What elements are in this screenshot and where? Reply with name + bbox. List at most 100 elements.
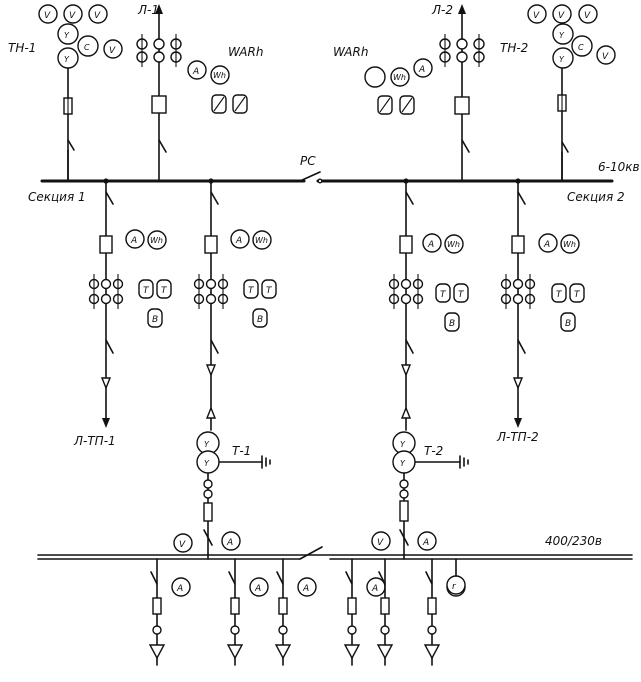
ammeter-icon — [171, 577, 191, 597]
svg-text:Y: Y — [559, 55, 565, 64]
lv-feeder-3: A — [274, 558, 317, 666]
incoming-line-l2 — [439, 4, 485, 182]
relay-icon — [156, 279, 172, 299]
svg-text:B: B — [257, 315, 263, 325]
svg-text:A: A — [302, 584, 309, 594]
energy-meter-icon — [444, 234, 464, 254]
svg-text:A: A — [422, 538, 429, 548]
voltage-transformer-tn1: Y Y C V V V V — [38, 4, 123, 182]
svg-text:T: T — [440, 290, 447, 300]
svg-text:V: V — [179, 540, 186, 550]
svg-text:C: C — [84, 43, 90, 52]
ammeter-icon — [125, 229, 145, 249]
svg-text:A: A — [192, 67, 199, 77]
feeder-ltp1: A WhT T B — [88, 178, 172, 428]
svg-text:A: A — [226, 538, 233, 548]
svg-text:Wh: Wh — [213, 71, 226, 80]
svg-text:T: T — [161, 286, 168, 296]
svg-text:Y: Y — [204, 440, 210, 449]
lv-bus-tie-switch — [299, 546, 323, 560]
svg-text:T: T — [248, 286, 255, 296]
ammeter-icon — [538, 233, 558, 253]
lv-feeder-5 — [376, 558, 394, 666]
svg-text:A: A — [371, 584, 378, 594]
svg-text:B: B — [565, 319, 571, 329]
relay-icon — [252, 308, 268, 328]
relay-icon — [560, 312, 576, 332]
ltp2-label: Л-ТП-2 — [496, 430, 539, 444]
relay-icon — [551, 283, 567, 303]
feeder-ltp2: A WhT T B — [500, 178, 585, 428]
power-transformer-t2: Y Y — [392, 431, 469, 556]
ammeter-icon — [297, 577, 317, 597]
svg-text:V: V — [69, 11, 76, 21]
warh2-label: WARh — [333, 45, 368, 59]
energy-meter-icon — [147, 230, 167, 250]
tn1-label: ТН-1 — [8, 41, 36, 55]
lv-feeder-6: A — [423, 558, 466, 666]
svg-text:T: T — [143, 286, 150, 296]
svg-text:V: V — [584, 11, 591, 21]
svg-text:V: V — [44, 11, 51, 21]
sectional-disconnector-rs — [299, 171, 323, 184]
voltage-transformer-tn2: Y Y C V V V V — [527, 4, 616, 182]
svg-text:Wh: Wh — [563, 240, 576, 249]
feeder-t2: A WhT T B — [388, 178, 469, 431]
l1-meters: A Wh — [187, 60, 248, 114]
svg-text:B: B — [449, 319, 455, 329]
lv-feeder-2: A — [226, 558, 269, 666]
svg-text:Wh: Wh — [150, 236, 163, 245]
relay-icon — [138, 279, 154, 299]
svg-text:V: V — [377, 538, 384, 548]
svg-text:Wh: Wh — [255, 236, 268, 245]
relay-icon — [569, 283, 585, 303]
energy-meter-icon — [560, 234, 580, 254]
incoming-line-l1 — [136, 4, 182, 182]
svg-text:V: V — [533, 11, 540, 21]
svg-text:V: V — [602, 52, 609, 62]
svg-text:Y: Y — [400, 440, 406, 449]
svg-text:A: A — [543, 240, 550, 250]
ltp1-label: Л-ТП-1 — [73, 434, 116, 448]
t1-label: Т-1 — [232, 444, 251, 458]
l1-label: Л-1 — [137, 3, 159, 17]
svg-text:Y: Y — [400, 459, 406, 468]
relay-icon — [444, 312, 460, 332]
svg-text:T: T — [574, 290, 581, 300]
hv-voltage-label: 6-10кв — [598, 160, 640, 174]
svg-text:V: V — [94, 11, 101, 21]
ammeter-icon — [422, 233, 442, 253]
power-transformer-t1: Y Y — [196, 431, 271, 556]
lv-feeder-4: A — [343, 558, 386, 666]
lv-bus-meters: V A V A — [173, 531, 437, 553]
svg-text:A: A — [130, 236, 137, 246]
svg-text:Y: Y — [64, 31, 70, 40]
relay-icon — [243, 279, 259, 299]
svg-text:Y: Y — [204, 459, 210, 468]
svg-text:B: B — [152, 315, 158, 325]
l2-meters: Wh A — [364, 58, 433, 115]
svg-text:Wh: Wh — [393, 73, 406, 82]
svg-text:A: A — [254, 584, 261, 594]
svg-text:Y: Y — [559, 31, 565, 40]
t2-label: Т-2 — [424, 444, 443, 458]
svg-text:r: r — [452, 582, 457, 592]
ammeter-icon — [230, 229, 250, 249]
svg-text:A: A — [418, 65, 425, 75]
lv-feeder-1: A — [148, 558, 191, 666]
section-1-label: Секция 1 — [28, 190, 86, 204]
svg-text:T: T — [556, 290, 563, 300]
svg-text:A: A — [427, 240, 434, 250]
tn2-label: ТН-2 — [500, 41, 528, 55]
svg-text:Wh: Wh — [447, 240, 460, 249]
svg-text:A: A — [235, 236, 242, 246]
svg-text:T: T — [458, 290, 465, 300]
energy-meter-icon — [252, 230, 272, 250]
tn1-voltmeters: V V V V — [38, 4, 123, 59]
lv-outgoing-feeders: A A A A Ar — [148, 554, 466, 666]
svg-text:Y: Y — [64, 55, 70, 64]
